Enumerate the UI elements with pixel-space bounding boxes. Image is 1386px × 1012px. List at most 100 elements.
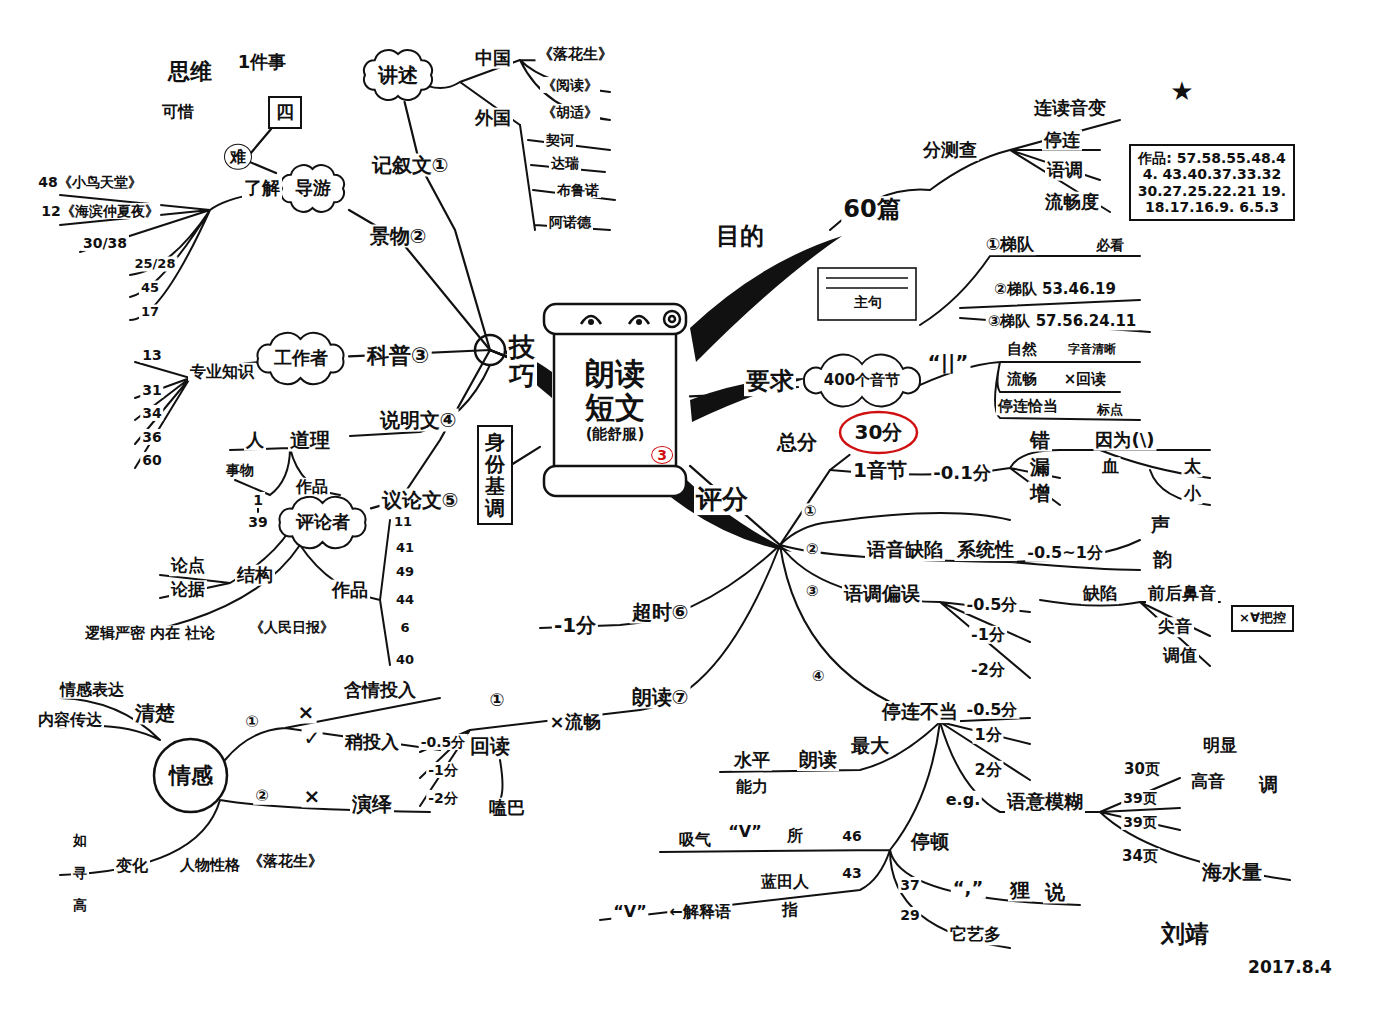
branch-label: 太: [1182, 457, 1203, 477]
branch: [135, 362, 260, 468]
node-text: 讲述: [378, 64, 418, 87]
scroll-node: 朗读短文(能舒服): [540, 300, 690, 500]
branch-label: 道理: [288, 429, 332, 452]
branch-label: -2分: [426, 790, 460, 806]
branch-label: -1分: [969, 626, 1007, 644]
branch: [60, 698, 440, 875]
branch-connector: [690, 455, 849, 545]
branch-label: 39: [246, 514, 269, 530]
branch-label: ×回读: [1062, 371, 1109, 388]
branch-label: 停连: [1042, 130, 1082, 151]
branch-label: 系统性: [955, 539, 1016, 561]
branch-label: 11: [392, 515, 414, 530]
branch-label: 12《海滨仲夏夜》: [39, 203, 160, 219]
branch-label: 嗑巴: [487, 798, 527, 819]
branch-label: 能力: [734, 778, 770, 796]
branch-label: 语调: [1045, 160, 1085, 181]
branch-label: 30/38: [81, 235, 129, 251]
branch-label: 1件事: [236, 52, 289, 73]
branch-label: 36: [140, 429, 163, 445]
sheet-lines: [826, 278, 908, 288]
branch-label: 内容传达: [36, 711, 104, 729]
branch-label: 布鲁诺: [555, 182, 601, 198]
sheet-icon: [818, 268, 916, 320]
box-node: 作品: 57.58.55.48.44. 43.40.37.33.32 30.27…: [1129, 144, 1295, 221]
cloud-node: 400个音节: [798, 358, 926, 403]
node-text: 四: [276, 102, 294, 123]
branch: [720, 722, 1290, 880]
branch-label: 漏: [1028, 456, 1052, 479]
branch-label: ✓: [302, 727, 323, 750]
branch-label: 了解: [242, 178, 282, 199]
branch-label: 人: [244, 430, 266, 451]
branch-label: ②: [253, 787, 271, 805]
branch-label: 目的: [714, 223, 766, 251]
branch-label: ①梯队: [984, 235, 1036, 255]
branch-label: 说明文④: [378, 409, 459, 432]
node-content: 评论者: [274, 497, 371, 548]
branch: [920, 256, 1150, 332]
branch-label: 外国: [473, 108, 513, 129]
box-node: ×∀把控: [1231, 605, 1294, 632]
branch-label: ①: [487, 690, 506, 711]
branch-label: 指: [780, 901, 800, 919]
branch-label: 论据: [169, 580, 207, 600]
branch: [600, 722, 1080, 948]
thick-branch: [690, 236, 842, 362]
node-content: 30分: [838, 410, 919, 455]
node-text: 身份基调: [485, 431, 505, 519]
branch-label: 声: [1149, 514, 1172, 536]
branch-label: 海水量: [1200, 861, 1264, 884]
branch: [1010, 540, 1220, 666]
branch-label: 37: [898, 877, 921, 893]
branch-label: 45: [139, 281, 161, 296]
branch-label: 科普③: [365, 343, 432, 368]
branch-label: 43: [840, 865, 863, 881]
branch-label: 错: [1028, 429, 1052, 452]
cloud-node: 评论者: [274, 497, 371, 548]
branch-label: -0.1分: [931, 463, 992, 484]
branch-label: 语调偏误: [842, 583, 922, 605]
branch-label: ×流畅: [547, 712, 602, 733]
branch-label: 46: [840, 828, 863, 844]
branch-label: 刘靖: [1159, 921, 1211, 949]
branch-label: 《落花生》: [536, 46, 615, 63]
node-text: 评论者: [296, 512, 350, 533]
node-text: 情感: [169, 763, 213, 788]
branch-label: ③: [804, 583, 821, 600]
branch-label: 作品: [330, 580, 370, 601]
branch: [830, 450, 1210, 505]
branch-label: 必看: [1094, 237, 1126, 253]
branch-label: 小: [1182, 484, 1203, 504]
branch-label: 高音: [1189, 772, 1227, 792]
branch-label: 水平: [732, 750, 772, 771]
branch-label: 6: [398, 621, 411, 636]
branch-label: 说: [1043, 881, 1067, 904]
branch-label: 13: [140, 347, 163, 363]
branch-label: 34页: [1120, 848, 1160, 865]
branch-label: 25/28: [133, 257, 178, 272]
branch-label: 朗读⑦: [630, 686, 691, 709]
circle-node: 情感: [152, 737, 229, 814]
node-content: 身份基调: [479, 427, 511, 523]
branch-label: 技巧: [507, 333, 537, 390]
branch-label: 44: [394, 593, 416, 608]
branch-label: 《胡适》: [540, 104, 600, 120]
branch: [420, 545, 780, 806]
branch-label: “V”: [611, 903, 648, 921]
redcircle-node: 30分: [838, 410, 919, 455]
branch-label: 高: [71, 897, 89, 913]
branch-label: 尖音: [1156, 617, 1194, 637]
branch-label: 2分: [972, 761, 1003, 779]
branch-label: 2017.8.4: [1246, 958, 1334, 978]
branch-label: 语音缺陷: [865, 539, 945, 561]
branch-label: 字音清晰: [1066, 343, 1118, 357]
branch-label: 60篇: [841, 196, 902, 224]
branch-label: 论点: [169, 556, 207, 576]
box-node: 身份基调: [477, 425, 513, 525]
branch-label: 难: [224, 144, 252, 170]
branch: [940, 602, 1030, 780]
branch-label: 41: [394, 541, 416, 556]
branch-label: ×: [296, 701, 317, 724]
branch-label: 阿诺德: [547, 214, 593, 230]
